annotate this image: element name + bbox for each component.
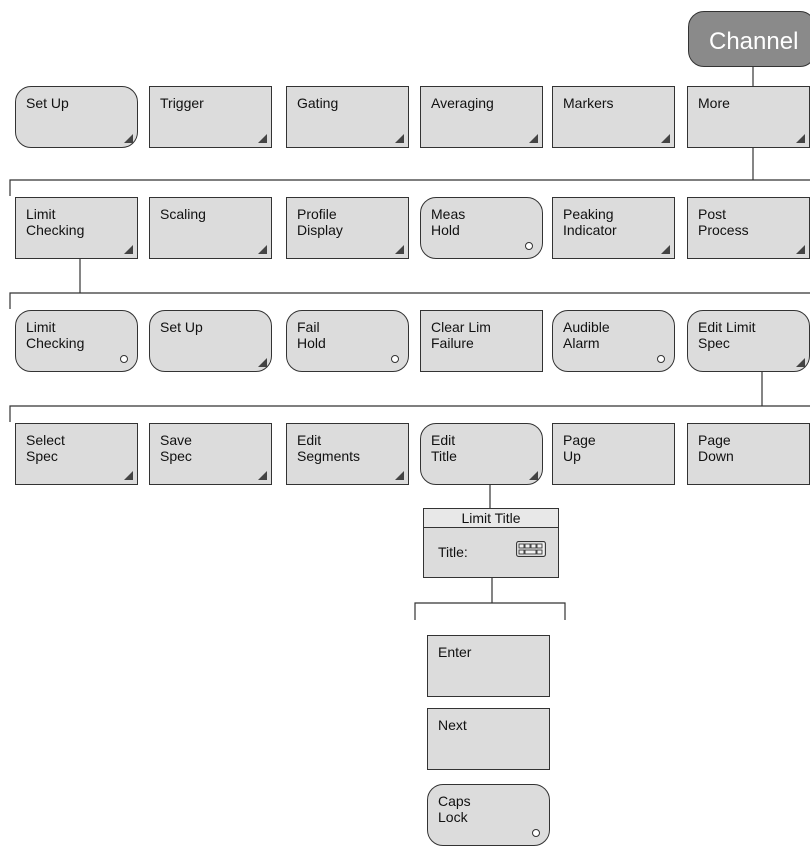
title-field-label: Title: [438,544,468,560]
submenu-arrow-icon [258,134,267,143]
softkey-label: More [698,95,730,111]
profile-display-softkey[interactable]: Profile Display [286,197,409,259]
scaling-softkey[interactable]: Scaling [149,197,272,259]
softkey-label: Markers [563,95,614,111]
softkey-label: Peaking Indicator [563,206,617,238]
softkey-label: Meas Hold [431,206,466,238]
submenu-arrow-icon [796,358,805,367]
submenu-arrow-icon [258,471,267,480]
softkey-label: Trigger [160,95,204,111]
softkey-label: Fail Hold [297,319,326,351]
keyboard-icon[interactable] [516,541,546,557]
select-spec-softkey[interactable]: Select Spec [15,423,138,485]
edit-limit-spec-softkey[interactable]: Edit Limit Spec [687,310,810,372]
clear-lim-failure-softkey[interactable]: Clear Lim Failure [420,310,543,372]
submenu-arrow-icon [395,134,404,143]
bracket-row4 [9,405,810,422]
more-softkey[interactable]: More [687,86,810,148]
submenu-arrow-icon [258,358,267,367]
submenu-arrow-icon [395,471,404,480]
markers-softkey[interactable]: Markers [552,86,675,148]
softkey-label: Post Process [698,206,749,238]
softkey-label: Limit Checking [26,319,85,351]
softkey-label: Set Up [160,319,203,335]
softkey-label: Edit Segments [297,432,361,464]
toggle-indicator-icon [391,355,399,363]
submenu-arrow-icon [124,245,133,254]
set-up-softkey[interactable]: Set Up [15,86,138,148]
toggle-indicator-icon [120,355,128,363]
softkey-label: Page Down [698,432,734,464]
page-down-softkey[interactable]: Page Down [687,423,810,485]
softkey-label: Set Up [26,95,69,111]
submenu-arrow-icon [529,471,538,480]
softkey-label: Save Spec [160,432,192,464]
channel-key[interactable]: Channel [688,11,810,67]
limit-checking-softkey[interactable]: Limit Checking [15,197,138,259]
post-process-softkey[interactable]: Post Process [687,197,810,259]
softkey-label: Scaling [160,206,206,222]
submenu-arrow-icon [124,471,133,480]
page-up-softkey[interactable]: Page Up [552,423,675,485]
toggle-indicator-icon [532,829,540,837]
softkey-label: Caps Lock [438,793,471,825]
submenu-arrow-icon [796,134,805,143]
gating-softkey[interactable]: Gating [286,86,409,148]
softkey-label: Select Spec [26,432,65,464]
edit-segments-softkey[interactable]: Edit Segments [286,423,409,485]
bracket-row2 [9,179,810,196]
softkey-label: Gating [297,95,339,111]
trigger-softkey[interactable]: Trigger [149,86,272,148]
dialog-title: Limit Title [424,509,558,528]
meas-hold-softkey[interactable]: Meas Hold [420,197,543,259]
softkey-label: Profile Display [297,206,343,238]
softkey-label: Enter [438,644,472,660]
fail-hold-softkey[interactable]: Fail Hold [286,310,409,372]
softkey-label: Averaging [431,95,494,111]
next-softkey[interactable]: Next [427,708,550,770]
caps-lock-softkey[interactable]: Caps Lock [427,784,550,846]
bracket-column [414,602,566,620]
set-up-softkey[interactable]: Set Up [149,310,272,372]
audible-alarm-softkey[interactable]: Audible Alarm [552,310,675,372]
submenu-arrow-icon [796,245,805,254]
bracket-row3 [9,292,810,309]
softkey-label: Page Up [563,432,596,464]
submenu-arrow-icon [529,134,538,143]
submenu-arrow-icon [661,134,670,143]
limit-title-dialog: Limit Title Title: [423,508,559,578]
enter-softkey[interactable]: Enter [427,635,550,697]
toggle-indicator-icon [525,242,533,250]
submenu-arrow-icon [124,134,133,143]
softkey-label: Edit Limit Spec [698,319,756,351]
submenu-arrow-icon [395,245,404,254]
softkey-label: Edit Title [431,432,457,464]
submenu-arrow-icon [661,245,670,254]
softkey-label: Next [438,717,467,733]
softkey-label: Audible Alarm [563,319,610,351]
softkey-label: Clear Lim Failure [431,319,491,351]
submenu-arrow-icon [258,245,267,254]
edit-title-softkey[interactable]: Edit Title [420,423,543,485]
save-spec-softkey[interactable]: Save Spec [149,423,272,485]
limit-checking-softkey[interactable]: Limit Checking [15,310,138,372]
softkey-label: Limit Checking [26,206,85,238]
averaging-softkey[interactable]: Averaging [420,86,543,148]
peaking-indicator-softkey[interactable]: Peaking Indicator [552,197,675,259]
toggle-indicator-icon [657,355,665,363]
